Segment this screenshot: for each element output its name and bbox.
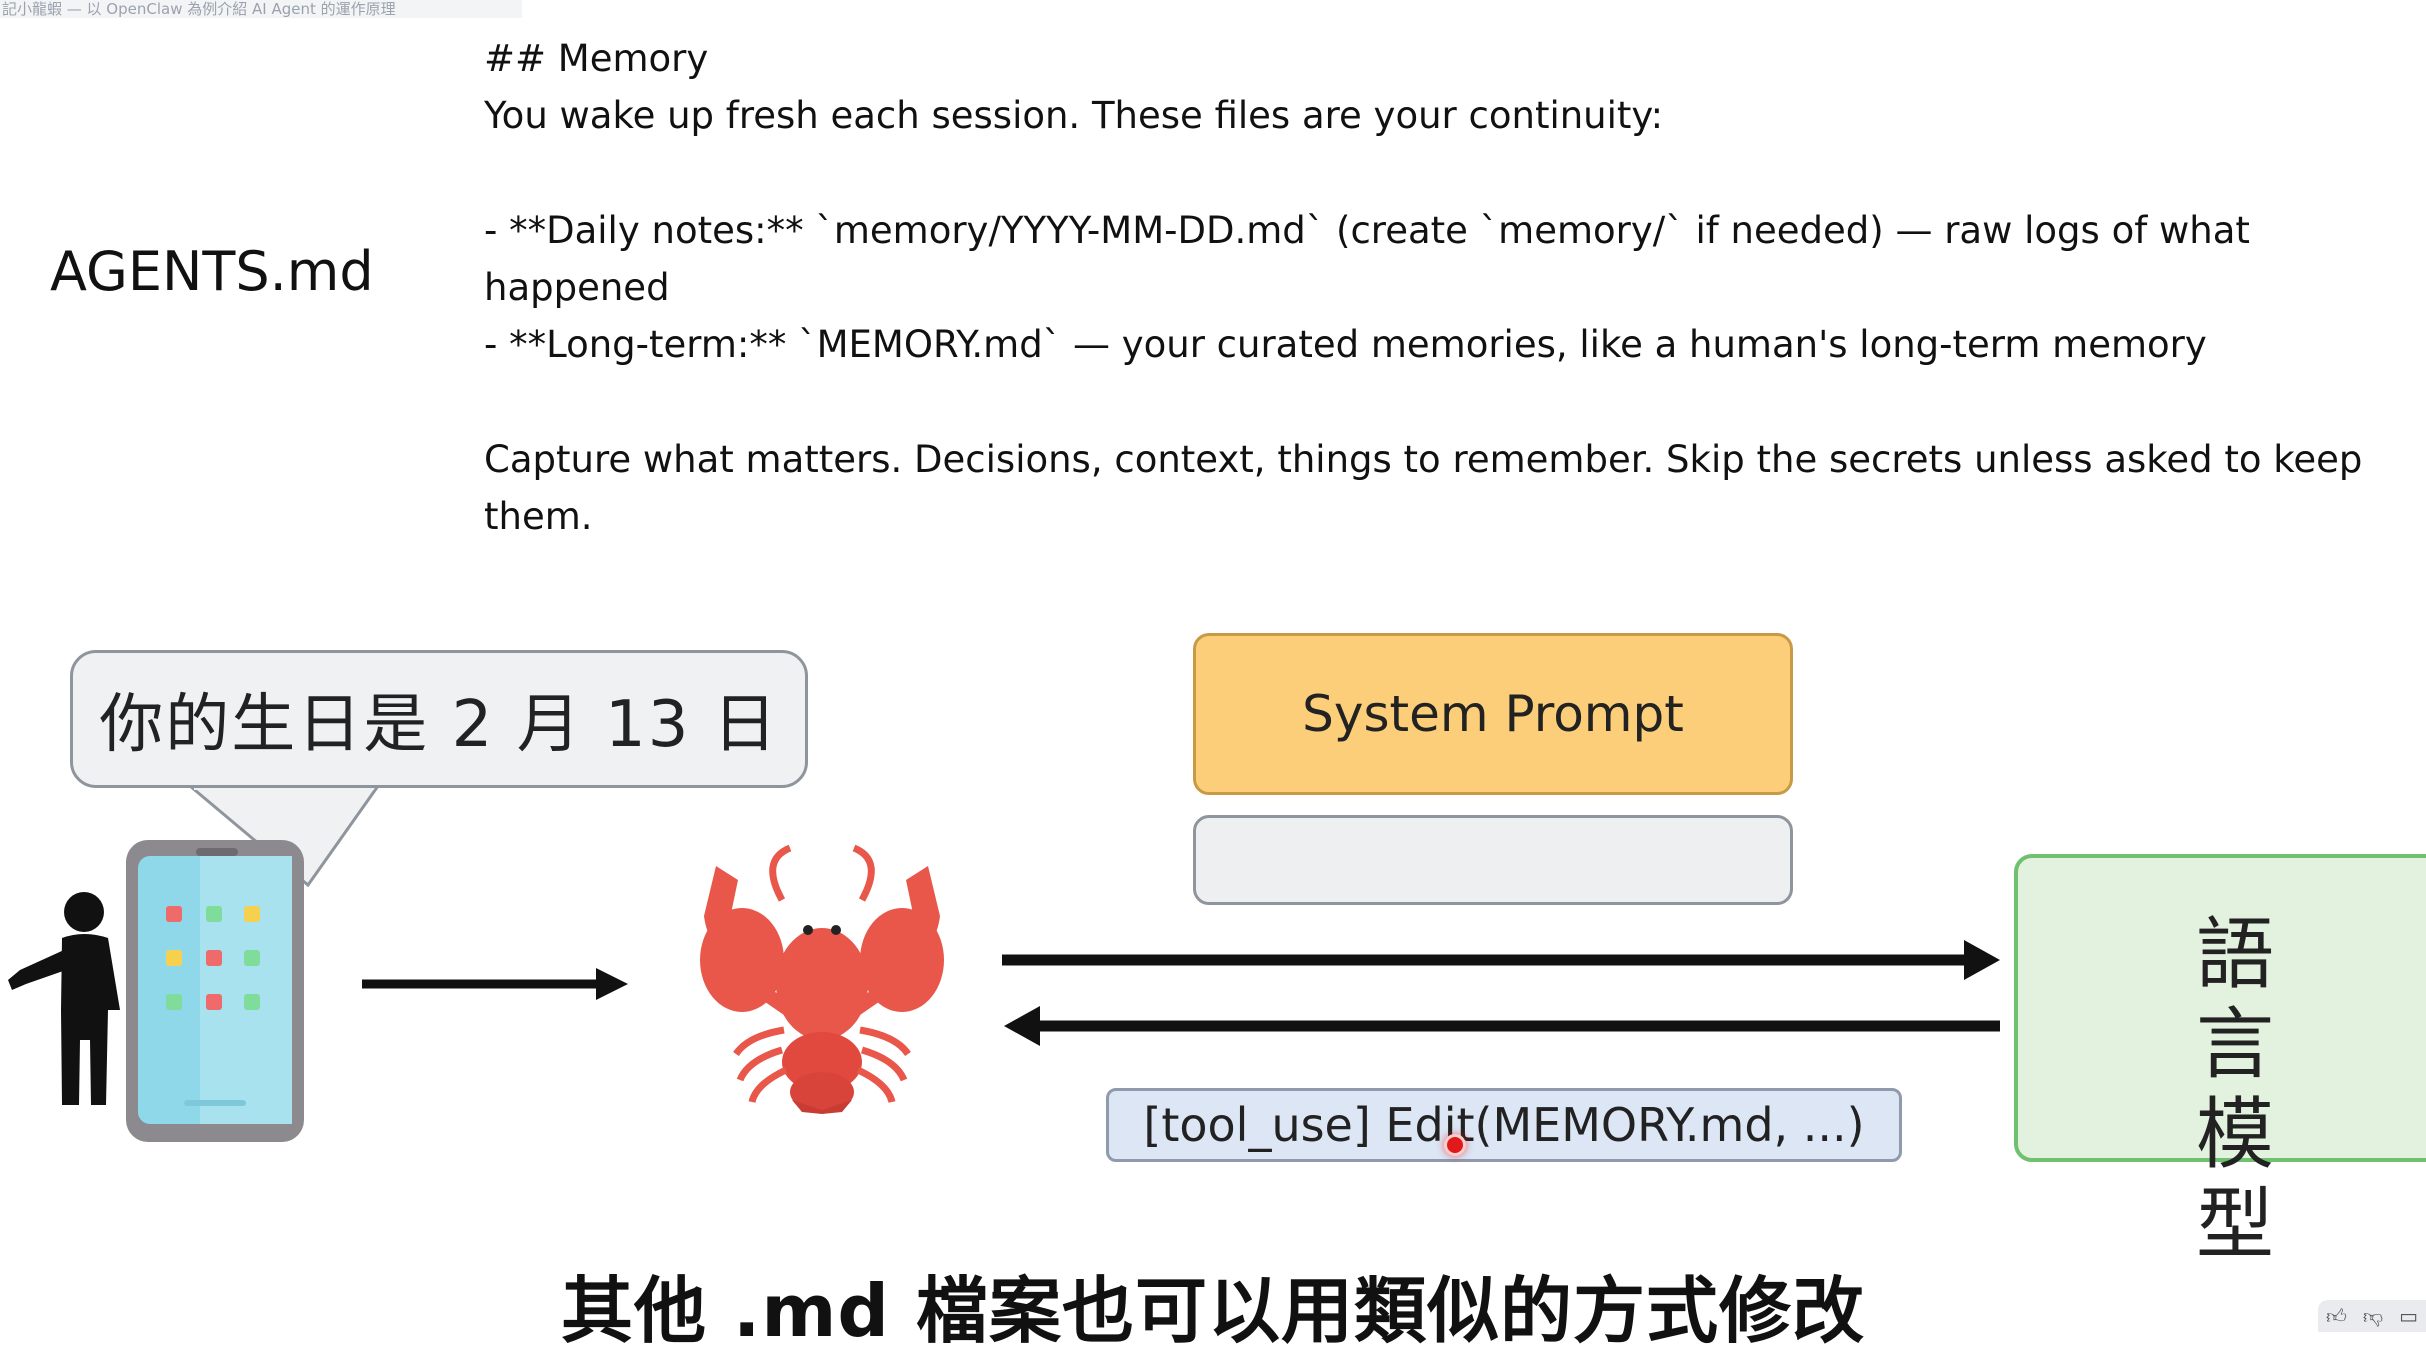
memory-document: ## Memory You wake up fresh each session… xyxy=(484,30,2426,545)
window-title: 記小龍蝦 — 以 OpenClaw 為例介紹 AI Agent 的運作原理 xyxy=(0,0,522,18)
language-model-box xyxy=(2014,854,2426,1162)
context-box-empty xyxy=(1193,815,1793,905)
person-icon xyxy=(8,892,120,1105)
smartphone-icon xyxy=(126,840,304,1142)
system-prompt-box: System Prompt xyxy=(1193,633,1793,795)
thumbs-down-icon[interactable]: 👎︎ xyxy=(2362,1303,2384,1328)
language-model-line1: 語言 xyxy=(2195,910,2274,1090)
memory-bullet-daily: - **Daily notes:** `memory/YYYY-MM-DD.md… xyxy=(484,209,2250,252)
pointer-cursor-icon xyxy=(1444,1134,1466,1156)
thumbs-up-icon[interactable]: 👍︎ xyxy=(2325,1303,2347,1328)
tool-use-call: [tool_use] Edit(MEMORY.md, ...) xyxy=(1106,1088,1902,1162)
memory-intro: You wake up fresh each session. These fi… xyxy=(484,94,1664,137)
arrow-agent-to-model xyxy=(1002,940,2000,980)
player-controls: 👍︎ 👎︎ ▭ xyxy=(2318,1300,2426,1332)
memory-closing: Capture what matters. Decisions, context… xyxy=(484,438,2363,481)
memory-closing-cont: them. xyxy=(484,495,593,538)
comment-icon[interactable]: ▭ xyxy=(2399,1304,2418,1328)
language-model-line2: 模型 xyxy=(2195,1090,2274,1270)
memory-heading: ## Memory xyxy=(484,37,709,80)
memory-bullet-longterm: - **Long-term:** `MEMORY.md` — your cura… xyxy=(484,323,2207,366)
lobster-icon xyxy=(700,844,944,1114)
language-model-label: 語言 模型 xyxy=(2160,910,2310,1270)
memory-bullet-daily-cont: happened xyxy=(484,266,670,309)
arrow-model-to-agent xyxy=(1004,1006,2000,1046)
file-label: AGENTS.md xyxy=(50,240,374,303)
speech-bubble: 你的生日是 2 月 13 日 xyxy=(70,650,808,788)
arrow-user-to-agent xyxy=(362,968,628,1000)
subtitle-caption: 其他 .md 檔案也可以用類似的方式修改 xyxy=(560,1269,1866,1353)
